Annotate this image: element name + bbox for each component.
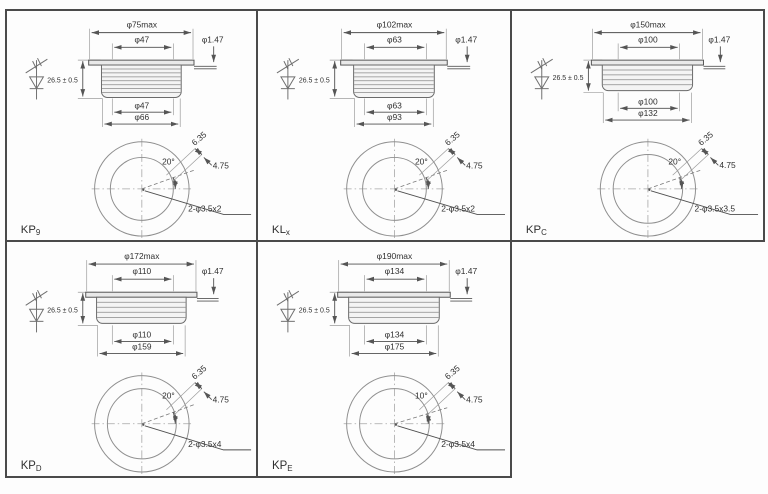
kpc-drawing: φ150max φ100 φ1.47 26.5 ± 0.5 φ100 φ132 … xyxy=(526,20,759,240)
dim-lead-label: φ1.47 xyxy=(202,34,224,44)
hole-depth-label: 4.75 xyxy=(719,160,736,170)
thyristor-symbol-icon xyxy=(530,57,553,100)
panel-kpd: φ172max φ110 φ1.47 26.5 ± 0.5 φ110 φ159 … xyxy=(5,242,258,478)
drawing-grid: φ75max φ47 φ1.47 26.5 ± 0.5 φ47 φ66 6.35 xyxy=(5,9,765,478)
dim-height-label: 26.5 ± 0.5 xyxy=(47,307,78,314)
dimension-lines xyxy=(80,30,217,127)
dim-height-label: 26.5 ± 0.5 xyxy=(299,78,330,85)
thyristor-symbol-icon xyxy=(25,57,48,100)
dim-top-face-label: φ134 xyxy=(385,266,405,276)
hole-depth-label: 4.75 xyxy=(213,160,230,170)
panel-title: KPC xyxy=(526,224,547,237)
dimension-lines xyxy=(332,261,470,356)
kp9-drawing: φ75max φ47 φ1.47 26.5 ± 0.5 φ47 φ66 6.35 xyxy=(21,20,252,240)
panel-kpe: φ190max φ134 φ1.47 26.5 ± 0.5 φ134 φ175 … xyxy=(258,242,512,478)
dim-bottom-face-label: φ134 xyxy=(385,329,405,339)
dim-outer-max-label: φ190max xyxy=(377,251,413,261)
dim-outer-max-label: φ75max xyxy=(127,20,158,30)
dimension-lines xyxy=(332,30,470,127)
klx-drawing: φ102max φ63 φ1.47 26.5 ± 0.5 φ63 φ93 6.3… xyxy=(272,20,506,240)
dimension-lines xyxy=(586,30,723,123)
dim-lead-label: φ1.47 xyxy=(455,266,477,276)
hole-angle-label: 20° xyxy=(415,156,428,166)
dim-base-label: φ132 xyxy=(638,108,658,118)
dim-bottom-face-label: φ100 xyxy=(638,96,658,106)
dim-lead-label: φ1.47 xyxy=(455,35,477,45)
kpe-drawing: φ190max φ134 φ1.47 26.5 ± 0.5 φ134 φ175 … xyxy=(272,251,506,475)
hole-depth-label: 4.75 xyxy=(466,395,483,405)
dim-top-face-label: φ47 xyxy=(134,34,149,44)
dim-top-face-label: φ63 xyxy=(387,35,402,45)
dim-lead-label: φ1.47 xyxy=(708,34,730,44)
hole-depth-label: 4.75 xyxy=(466,160,483,170)
capsule-side-view xyxy=(85,291,219,324)
kpd-drawing: φ172max φ110 φ1.47 26.5 ± 0.5 φ110 φ159 … xyxy=(21,251,252,475)
panel-title: KPE xyxy=(272,460,293,473)
bottom-view: 6.35 20° 4.75 2-φ3.5x2 xyxy=(91,129,252,240)
hole-angle-label: 10° xyxy=(415,391,428,401)
dim-base-label: φ175 xyxy=(385,341,405,351)
hole-width-label: 6.35 xyxy=(190,129,209,147)
empty-cell xyxy=(512,242,765,478)
hole-width-label: 6.35 xyxy=(696,129,715,147)
extension-lines xyxy=(329,260,450,357)
hole-angle-label: 20° xyxy=(162,156,175,166)
dim-bottom-face-label: φ63 xyxy=(387,100,402,110)
dim-height-label: 26.5 ± 0.5 xyxy=(47,78,78,85)
hole-note-label: 2-φ3.5x2 xyxy=(441,204,475,214)
dim-bottom-face-label: φ47 xyxy=(134,100,149,110)
hole-angle-label: 20° xyxy=(162,391,175,401)
capsule-side-view xyxy=(340,59,471,98)
dim-height-label: 26.5 ± 0.5 xyxy=(553,75,584,82)
hole-width-label: 6.35 xyxy=(443,129,462,147)
bottom-view: 6.35 20° 4.75 2-φ3.5x2 xyxy=(343,129,506,240)
dim-base-label: φ159 xyxy=(132,341,152,351)
dimension-lines xyxy=(80,261,217,356)
panel-title: KPD xyxy=(21,460,42,473)
hole-depth-label: 4.75 xyxy=(213,395,230,405)
dim-bottom-face-label: φ110 xyxy=(132,329,151,339)
dim-outer-max-label: φ150max xyxy=(630,20,666,30)
hole-note-label: 2-φ3.5x4 xyxy=(188,439,222,449)
panel-title: KP9 xyxy=(21,224,40,237)
hole-angle-label: 20° xyxy=(668,156,681,166)
thyristor-symbol-icon xyxy=(276,289,300,333)
panel-title: KLx xyxy=(272,224,290,237)
bottom-view: 6.35 20° 4.75 2-φ3.5x3.5 xyxy=(597,129,759,240)
bottom-view: 6.35 10° 4.75 2-φ3.5x4 xyxy=(343,363,506,475)
hole-width-label: 6.35 xyxy=(190,363,209,382)
thyristor-symbol-icon xyxy=(276,57,300,100)
dim-base-label: φ66 xyxy=(134,112,149,122)
hole-note-label: 2-φ3.5x3.5 xyxy=(695,204,736,214)
dim-height-label: 26.5 ± 0.5 xyxy=(299,307,330,314)
panel-klx: φ102max φ63 φ1.47 26.5 ± 0.5 φ63 φ93 6.3… xyxy=(258,9,512,242)
dim-base-label: φ93 xyxy=(387,112,402,122)
hole-width-label: 6.35 xyxy=(443,363,462,382)
capsule-side-view xyxy=(88,59,217,98)
dim-top-face-label: φ110 xyxy=(132,266,151,276)
bottom-view: 6.35 20° 4.75 2-φ3.5x4 xyxy=(91,363,252,475)
dim-outer-max-label: φ102max xyxy=(377,20,413,30)
hole-note-label: 2-φ3.5x2 xyxy=(188,204,222,214)
hole-note-label: 2-φ3.5x4 xyxy=(441,439,475,449)
capsule-side-view xyxy=(590,59,726,92)
capsule-side-view xyxy=(337,291,473,324)
panel-kp9: φ75max φ47 φ1.47 26.5 ± 0.5 φ47 φ66 6.35 xyxy=(5,9,258,242)
thyristor-symbol-icon xyxy=(25,289,48,333)
dim-top-face-label: φ100 xyxy=(638,34,658,44)
dim-outer-max-label: φ172max xyxy=(124,251,160,261)
dim-lead-label: φ1.47 xyxy=(202,266,224,276)
panel-kpc: φ150max φ100 φ1.47 26.5 ± 0.5 φ100 φ132 … xyxy=(512,9,765,242)
